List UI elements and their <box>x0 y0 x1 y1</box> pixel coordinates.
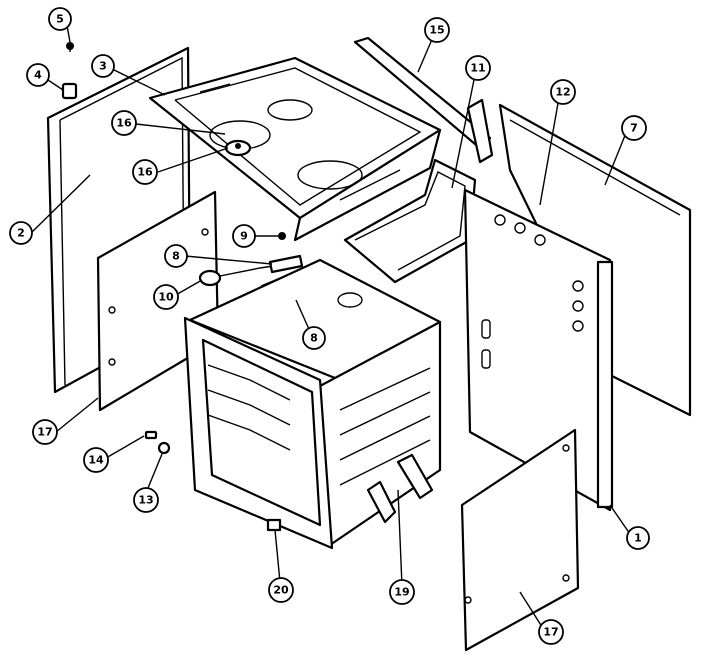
callout-3: 3 <box>91 54 115 78</box>
callout-10-label: 10 <box>158 291 174 304</box>
callout-9: 9 <box>232 224 256 248</box>
flue-duct <box>343 158 477 284</box>
right-inner-liner <box>460 428 580 652</box>
callout-1-label: 1 <box>634 532 642 545</box>
callout-13-label: 13 <box>138 494 153 507</box>
callout-2: 2 <box>9 221 33 245</box>
callout-5: 5 <box>48 7 72 31</box>
callout-16b-label: 16 <box>137 166 153 179</box>
callout-17a: 17 <box>32 419 58 445</box>
callout-8b: 8 <box>302 326 326 350</box>
callout-2-label: 2 <box>17 227 25 240</box>
callout-12: 12 <box>550 79 576 105</box>
callout-16a: 16 <box>111 110 137 136</box>
callout-12-label: 12 <box>555 86 570 99</box>
rear-trim-strip <box>353 36 494 164</box>
callout-9-label: 9 <box>240 230 248 243</box>
callout-19: 19 <box>389 579 415 605</box>
door-hinge <box>366 453 434 524</box>
panel-clip <box>61 82 78 100</box>
callout-14: 14 <box>83 447 109 473</box>
callout-8a-label: 8 <box>172 250 180 263</box>
callout-16a-label: 16 <box>116 117 132 130</box>
callout-7: 7 <box>621 115 647 141</box>
callout-13: 13 <box>133 487 159 513</box>
callout-17b-label: 17 <box>543 626 558 639</box>
callout-8a: 8 <box>164 244 188 268</box>
callout-16b: 16 <box>132 159 158 185</box>
callout-11: 11 <box>465 55 491 81</box>
burner-parts <box>224 139 252 157</box>
top-frame <box>148 56 442 242</box>
screw <box>66 42 74 52</box>
callout-4-label: 4 <box>34 69 42 82</box>
callout-4: 4 <box>26 63 50 87</box>
bolt-14 <box>144 430 158 440</box>
callout-10: 10 <box>153 284 179 310</box>
leader-lines <box>29 19 631 631</box>
callout-17b: 17 <box>538 619 564 645</box>
callout-20-label: 20 <box>273 584 289 597</box>
callout-20: 20 <box>268 577 294 603</box>
bracket-20 <box>266 518 282 532</box>
callout-11-label: 11 <box>470 62 485 75</box>
callout-1: 1 <box>626 526 650 550</box>
callout-14-label: 14 <box>88 454 104 467</box>
callout-19-label: 19 <box>394 586 409 599</box>
callout-15: 15 <box>424 17 450 43</box>
callout-7-label: 7 <box>630 122 638 135</box>
callout-15-label: 15 <box>429 24 444 37</box>
nut-13 <box>157 441 171 455</box>
callout-8b-label: 8 <box>310 332 318 345</box>
callout-3-label: 3 <box>99 60 107 73</box>
screw-9 <box>278 232 286 240</box>
callout-5-label: 5 <box>56 13 64 26</box>
oven-cavity <box>183 258 442 550</box>
callout-17a-label: 17 <box>37 426 52 439</box>
